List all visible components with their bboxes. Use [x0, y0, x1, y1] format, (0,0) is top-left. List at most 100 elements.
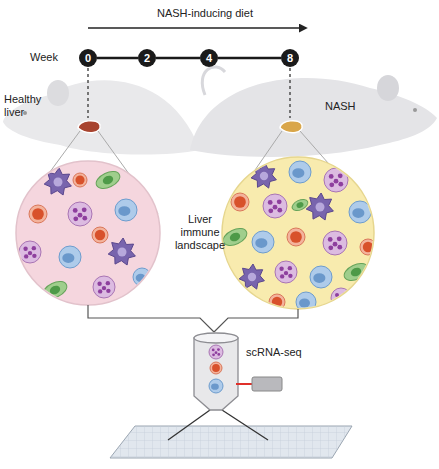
- immune-cells: [221, 161, 376, 312]
- cell-part: [296, 292, 316, 312]
- cell-part: [284, 271, 288, 275]
- immune-cell: [115, 199, 137, 221]
- immune-cell: [209, 345, 223, 359]
- cell-part: [336, 300, 340, 304]
- cell-part: [95, 230, 105, 240]
- cell-part: [118, 206, 130, 216]
- cell-part: [68, 202, 92, 226]
- mouse-ear: [47, 80, 69, 106]
- mouse-ear: [377, 75, 399, 101]
- cell-part: [338, 173, 343, 178]
- week-marker: 4: [200, 49, 218, 67]
- immune-cells: [19, 168, 151, 302]
- cell-part: [289, 161, 311, 183]
- cell-part: [323, 231, 347, 255]
- cell-part: [212, 353, 215, 356]
- axis-label: Week: [30, 51, 70, 64]
- immune-cell: [44, 168, 71, 195]
- cell-part: [32, 254, 36, 258]
- bracket: [88, 305, 298, 332]
- mouse-right: [190, 67, 437, 157]
- mouse-tail: [202, 67, 225, 95]
- cell-part: [212, 349, 215, 352]
- immune-cell: [239, 264, 264, 289]
- cell-part: [209, 379, 223, 393]
- cell-part: [19, 241, 41, 263]
- condition-label: Healthy liver: [4, 93, 50, 119]
- cell-part: [255, 238, 267, 248]
- cell-part: [44, 168, 71, 195]
- cell-part: [329, 182, 334, 187]
- chip-grid: [110, 426, 352, 458]
- cell-part: [275, 261, 297, 283]
- laser-beam: [236, 383, 252, 385]
- immune-cell: [93, 276, 115, 298]
- immune-cell: [252, 231, 274, 253]
- cell-part: [24, 254, 28, 258]
- cell-part: [29, 205, 47, 223]
- cell-part: [349, 266, 362, 278]
- cell-part: [288, 274, 292, 278]
- immune-cell: [290, 197, 309, 213]
- cell-part: [239, 264, 264, 289]
- dashed-leader: [289, 68, 290, 118]
- cell-part: [333, 242, 338, 247]
- cell-part: [288, 266, 292, 270]
- cell-part: [331, 288, 351, 308]
- mouse-body: [190, 78, 437, 157]
- cell-part: [306, 193, 333, 220]
- week-number: 4: [206, 52, 212, 64]
- cell-part: [343, 300, 347, 304]
- immune-cell: [263, 194, 287, 218]
- cell-part: [98, 289, 102, 293]
- cell-part: [334, 179, 339, 184]
- cell-part: [268, 200, 273, 205]
- immune-cell: [210, 362, 222, 374]
- tube-cells: [209, 345, 223, 393]
- cell-part: [310, 266, 332, 288]
- cell-part: [324, 168, 348, 192]
- cell-part: [118, 248, 127, 257]
- cell-part: [360, 239, 376, 255]
- immune-cell: [251, 163, 276, 188]
- cell-part: [210, 362, 222, 374]
- immune-cell: [68, 202, 92, 226]
- cell-part: [343, 293, 347, 297]
- cell-part: [299, 299, 310, 308]
- condition-label: NASH: [325, 100, 375, 113]
- cell-part: [41, 278, 70, 302]
- cell-part: [349, 201, 371, 223]
- timeline-segment: [218, 57, 281, 60]
- immune-cell: [342, 260, 371, 284]
- immune-cell: [275, 261, 297, 283]
- cell-part: [101, 174, 114, 186]
- immune-cell: [331, 288, 351, 308]
- immune-cell: [287, 228, 305, 246]
- immune-cell: [360, 239, 376, 255]
- immune-cell: [92, 227, 108, 243]
- cell-part: [292, 168, 304, 178]
- cell-part: [23, 247, 27, 251]
- cell-part: [209, 345, 223, 359]
- cell-part: [337, 245, 342, 250]
- cell-part: [106, 289, 110, 293]
- mouse-body: [3, 80, 200, 154]
- cell-part: [97, 282, 101, 286]
- cell-part: [32, 246, 36, 250]
- cell-part: [62, 253, 74, 263]
- cell-part: [73, 208, 78, 213]
- cell-part: [277, 208, 282, 213]
- cell-part: [82, 216, 87, 221]
- immune-cell: [209, 379, 223, 393]
- cell-part: [231, 193, 249, 211]
- immune-cell: [296, 292, 316, 312]
- cell-part: [93, 276, 115, 298]
- sequencer-tube: [194, 338, 238, 410]
- liver-healthy: [78, 121, 100, 133]
- cell-part: [32, 208, 44, 220]
- cell-part: [272, 297, 282, 307]
- dashed-leader: [87, 68, 88, 118]
- immune-cell: [108, 238, 135, 265]
- cell-part: [217, 353, 220, 356]
